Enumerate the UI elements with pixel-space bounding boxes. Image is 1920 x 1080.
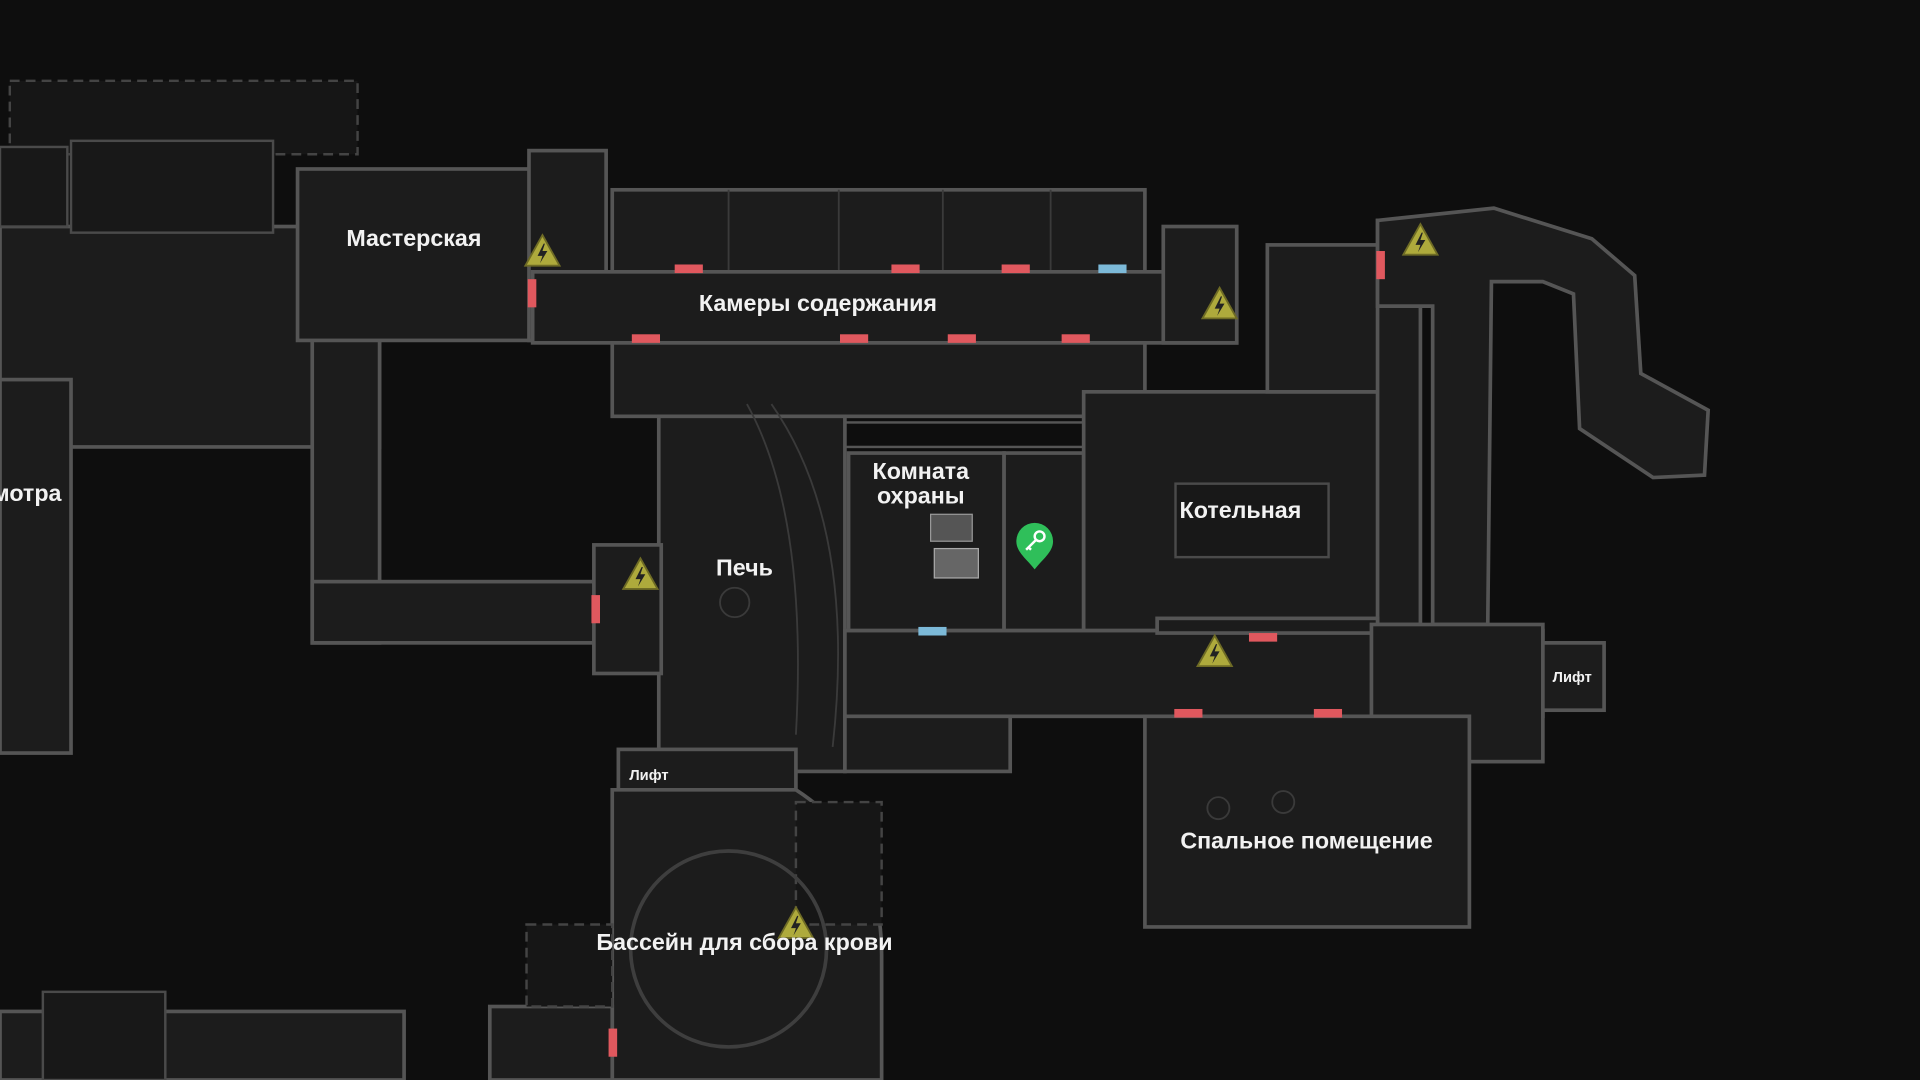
locked-door [1061, 334, 1090, 343]
room-west-corner [0, 145, 69, 228]
label-workshop: Мастерская [346, 225, 481, 251]
locked-door [947, 334, 976, 343]
locked-door [674, 264, 703, 274]
locked-door [1376, 251, 1385, 280]
open-door [1098, 264, 1127, 274]
key-icon [1025, 530, 1046, 551]
room-cells-east [1161, 224, 1239, 345]
cells-bottom [610, 341, 1147, 419]
label-sleeping: Спальное помещение [1180, 828, 1432, 854]
locked-door [1001, 264, 1030, 274]
label-blood-pool: Бассейн для сбора крови [596, 929, 892, 955]
boiler-unit [1174, 482, 1330, 559]
electric-hazard-icon [777, 905, 815, 939]
electric-hazard-icon [1401, 222, 1440, 256]
locked-door [1174, 708, 1203, 718]
label-lift-east: Лифт [1553, 670, 1592, 686]
corridor-lower [843, 714, 1013, 774]
corridor-serpentine [1375, 206, 1711, 627]
cells-top [610, 187, 1147, 274]
key-marker[interactable] [1016, 522, 1054, 570]
locked-door [1313, 708, 1343, 718]
electric-hazard-icon [523, 233, 562, 267]
room-northeast [1265, 243, 1386, 394]
label-furnace: Печь [716, 555, 773, 581]
corridor-step [1155, 616, 1380, 635]
desk-icon [933, 547, 979, 579]
room-unexplored [525, 923, 614, 1008]
hazard-icons [523, 222, 1440, 939]
label-inspection: мотра [0, 480, 63, 506]
room-west-upper [69, 139, 275, 234]
pool-basin [628, 849, 829, 1049]
label-guard-room-line2: охраны [877, 482, 965, 508]
room-south-inner [41, 990, 167, 1080]
label-guard-room-line1: Комната [873, 458, 971, 484]
room-southwest [487, 1004, 615, 1080]
label-boiler: Котельная [1180, 497, 1302, 523]
electric-hazard-icon [1195, 633, 1234, 668]
desk-icon [930, 513, 973, 542]
locked-door [631, 334, 660, 343]
electric-hazard-icon [621, 556, 660, 590]
locked-door [840, 334, 869, 343]
room-furnace-entry [592, 543, 664, 676]
room-unexplored [794, 800, 883, 926]
room-inspection [0, 377, 73, 755]
locked-door [591, 595, 600, 624]
open-door [918, 626, 947, 636]
locked-doors [527, 251, 1385, 1057]
locked-door [608, 1028, 618, 1057]
electric-hazard-icon [1200, 285, 1239, 320]
room-sleeping [1143, 714, 1472, 929]
locked-door [891, 264, 920, 274]
room-workshop [295, 167, 535, 343]
label-cells: Камеры содержания [699, 290, 937, 316]
room-guard [846, 451, 1006, 633]
locked-door [1248, 633, 1278, 642]
room-furnace [656, 414, 847, 774]
locked-door [527, 279, 537, 308]
label-lift-west: Лифт [629, 768, 668, 784]
